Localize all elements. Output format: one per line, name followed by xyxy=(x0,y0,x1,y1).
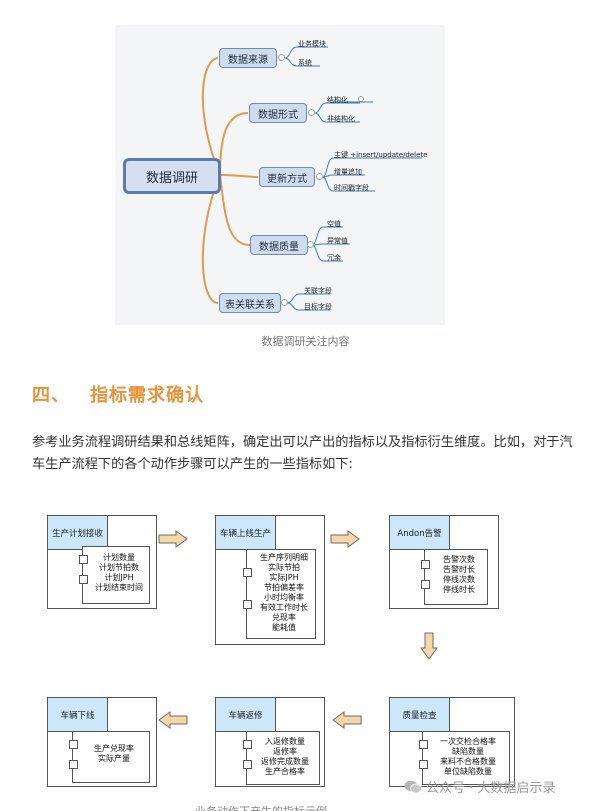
flow-box-plan: 生产计划接收 计划数量 计划节拍数 计划JPH 计划结束时间 xyxy=(47,515,157,609)
mindmap-leaf: 空值 xyxy=(327,220,341,228)
mindmap-leaf: 业务模块 xyxy=(298,40,326,48)
component-tab-icon xyxy=(243,568,252,577)
component-tab-icon xyxy=(243,760,252,769)
collapse-dot-icon xyxy=(278,54,285,61)
mindmap-leaf: 关联字段 xyxy=(304,287,332,295)
collapse-dot-icon xyxy=(358,96,364,102)
mindmap-branch-update: 更新方式 xyxy=(259,167,315,187)
mindmap-leaf: 增量追加 xyxy=(334,168,362,176)
flow-box-repair: 车辆返修 入返修数量 返修率 返修完成数量 生产合格率 xyxy=(215,697,325,787)
metric-item: 小时均衡率 xyxy=(264,593,304,602)
flow-box-metrics: 生产兑现率 实际产量 xyxy=(69,731,150,783)
mindmap-figure: 数据调研 数据来源 业务模块 系统 数据形式 结构化 非结构化 更新方式 主键 … xyxy=(115,25,445,325)
metric-item: 生产合格率 xyxy=(265,767,305,776)
mindmap-leaf: 异常值 xyxy=(327,237,348,245)
component-tab-icon xyxy=(419,740,428,749)
metric-item: 实际产量 xyxy=(98,754,130,763)
metric-item: 单位缺陷数量 xyxy=(444,767,492,776)
metric-item: 缺陷数量 xyxy=(452,747,484,756)
mindmap-leaf: 主键 +insert/update/delete xyxy=(334,151,428,159)
flow-box-metrics: 计划数量 计划节拍数 计划JPH 计划结束时间 xyxy=(79,546,150,604)
mindmap-leaf: 结构化 xyxy=(327,96,348,104)
metric-item: 生产序列明细 xyxy=(260,553,308,562)
collapse-dot-icon xyxy=(307,241,314,248)
metric-item: 告警次数 xyxy=(443,555,475,564)
flow-caption: 业务动作下产生的指标示例 xyxy=(195,803,327,811)
flow-box-title: 生产计划接收 xyxy=(48,516,108,550)
arrow-left-icon xyxy=(332,711,362,729)
mindmap-branch-source: 数据来源 xyxy=(219,48,277,68)
metric-item: 计划节拍数 xyxy=(99,563,139,572)
watermark-text: 公众号 · 大数据启示录 xyxy=(426,781,556,796)
mindmap-branch-form: 数据形式 xyxy=(249,103,307,123)
mindmap-leaf: 系统 xyxy=(298,59,312,67)
metric-item: 计划数量 xyxy=(103,553,135,562)
metric-item: 节拍偏差率 xyxy=(264,583,304,592)
component-tab-icon xyxy=(69,760,78,769)
mindmap-branch-quality: 数据质量 xyxy=(250,235,308,255)
metric-item: 生产兑现率 xyxy=(94,744,134,753)
section-title: 指标需求确认 xyxy=(90,385,204,406)
component-tab-icon xyxy=(421,580,430,589)
metric-item: 停线次数 xyxy=(443,575,475,584)
component-tab-icon xyxy=(79,555,88,564)
metric-item: 有效工作时长 xyxy=(260,603,308,612)
mindmap-leaf: 时间戳字段 xyxy=(334,184,369,192)
flow-box-metrics: 入返修数量 返修率 返修完成数量 生产合格率 xyxy=(243,731,320,785)
flow-box-title: 车辆返修 xyxy=(216,698,276,732)
flow-box-title: Andon告警 xyxy=(390,516,450,550)
metric-item: 来料不合格数量 xyxy=(440,757,496,766)
flow-box-offline: 车辆下线 生产兑现率 实际产量 xyxy=(47,697,157,787)
flow-box-title: 车辆下线 xyxy=(48,698,108,732)
flow-box-metrics: 生产序列明细 实际节拍 实际JPH 节拍偏差率 小时均衡率 有效工作时长 兑现率… xyxy=(243,549,316,639)
mindmap-leaf: 目标字段 xyxy=(304,303,332,311)
mindmap-leaf: 冗余 xyxy=(327,254,341,262)
metric-item: 实际JPH xyxy=(269,573,299,582)
section-heading: 四、指标需求确认 xyxy=(32,381,204,407)
section-paragraph: 参考业务流程调研结果和总线矩阵，确定出可以产出的指标以及指标衍生维度。比如，对于… xyxy=(32,435,573,472)
component-tab-icon xyxy=(419,760,428,769)
mindmap-connectors xyxy=(201,46,422,311)
flow-box-metrics: 告警次数 告警时长 停线次数 停线时长 xyxy=(421,549,488,605)
flow-box-online: 车辆上线生产 生产序列明细 实际节拍 实际JPH 节拍偏差率 小时均衡率 有效工… xyxy=(215,515,325,645)
metric-item: 能耗值 xyxy=(272,623,296,632)
arrow-left-icon xyxy=(158,711,188,729)
flow-box-quality: 质量检查 一次交检合格率 缺陷数量 来料不合格数量 单位缺陷数量 xyxy=(389,697,515,787)
wechat-icon xyxy=(404,780,422,793)
component-tab-icon xyxy=(243,600,252,609)
flow-box-title: 车辆上线生产 xyxy=(216,516,276,550)
component-tab-icon xyxy=(79,575,88,584)
arrow-right-icon xyxy=(330,530,360,548)
collapse-dot-icon xyxy=(316,173,323,180)
collapse-dot-icon xyxy=(281,299,288,306)
section-number: 四、 xyxy=(32,385,70,406)
metric-item: 兑现率 xyxy=(272,613,296,622)
top-cut-text: —— xyxy=(330,0,480,4)
flow-box-andon: Andon告警 告警次数 告警时长 停线次数 停线时长 xyxy=(389,515,499,609)
component-tab-icon xyxy=(243,740,252,749)
arrow-right-icon xyxy=(158,530,188,548)
metric-item: 停线时长 xyxy=(443,585,475,594)
mindmap-branch-relations: 表关联关系 xyxy=(219,293,281,313)
component-tab-icon xyxy=(69,740,78,749)
mindmap-root: 数据调研 xyxy=(123,158,221,194)
flow-box-title: 质量检查 xyxy=(390,698,450,732)
component-tab-icon xyxy=(421,560,430,569)
metric-item: 返修完成数量 xyxy=(261,757,309,766)
collapse-dot-icon xyxy=(308,109,315,116)
arrow-down-icon xyxy=(420,632,438,660)
metric-item: 计划JPH xyxy=(104,573,134,582)
metric-item: 计划结束时间 xyxy=(95,583,143,592)
watermark: 公众号 · 大数据启示录 xyxy=(404,777,555,796)
metric-item: 入返修数量 xyxy=(265,737,305,746)
metric-item: 告警时长 xyxy=(443,565,475,574)
flow-box-metrics: 一次交检合格率 缺陷数量 来料不合格数量 单位缺陷数量 xyxy=(419,731,510,785)
metric-item: 一次交检合格率 xyxy=(440,737,496,746)
mindmap-caption: 数据调研关注内容 xyxy=(261,335,350,348)
mindmap-leaf: 非结构化 xyxy=(327,115,355,123)
metric-item: 实际节拍 xyxy=(268,563,300,572)
metric-item: 返修率 xyxy=(273,747,297,756)
